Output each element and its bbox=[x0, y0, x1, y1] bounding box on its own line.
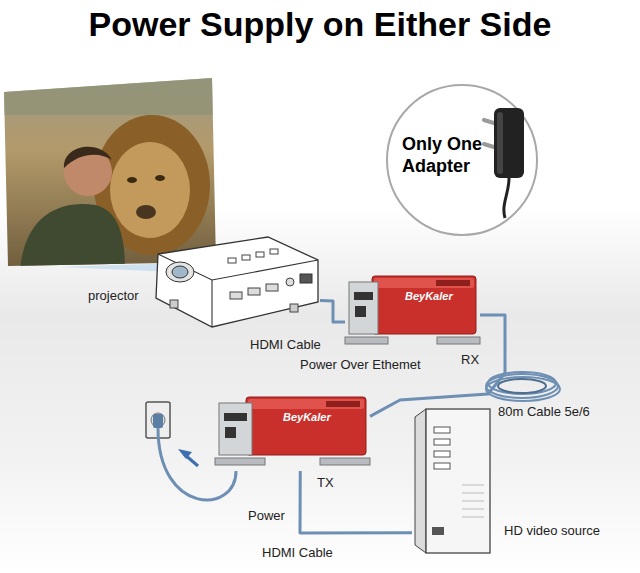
cable-line bbox=[300, 471, 412, 533]
node-label: RX bbox=[461, 352, 479, 368]
video-source-art bbox=[434, 451, 450, 457]
tx-unit-art bbox=[248, 399, 364, 409]
projector-art bbox=[170, 300, 178, 308]
video-source-art bbox=[462, 485, 484, 486]
projector-art bbox=[290, 304, 298, 312]
adapter-callout-art bbox=[497, 112, 503, 174]
projector-art bbox=[158, 254, 318, 280]
video-source-art bbox=[462, 517, 484, 518]
brand-text: BeyKaler bbox=[405, 290, 453, 303]
rx-unit-art bbox=[372, 276, 476, 334]
tx-unit-art bbox=[326, 401, 360, 407]
projected-photo bbox=[0, 70, 220, 270]
cable-line bbox=[320, 301, 345, 322]
projector-art bbox=[228, 258, 236, 263]
cable-label: HDMI Cable bbox=[262, 545, 333, 561]
tx-unit-art bbox=[219, 403, 252, 455]
tx-unit-art bbox=[224, 413, 247, 421]
projector-art bbox=[211, 280, 212, 327]
cable-connector bbox=[320, 301, 345, 322]
projector-art bbox=[156, 237, 318, 327]
node-label: projector bbox=[88, 288, 139, 304]
adapter-callout-art bbox=[504, 178, 509, 218]
cable-connector bbox=[300, 471, 412, 533]
rx-unit-art bbox=[345, 337, 388, 344]
port-note: Power Over Ethemet bbox=[300, 357, 421, 373]
video-source-art bbox=[462, 501, 484, 502]
direction-arrow bbox=[178, 449, 192, 459]
video-source-art bbox=[462, 493, 484, 494]
projected-photo bbox=[64, 147, 112, 168]
projected-photo bbox=[0, 70, 220, 270]
rx-unit-art bbox=[349, 282, 378, 334]
adapter-callout-art bbox=[494, 108, 524, 178]
cable-label: HDMI Cable bbox=[250, 337, 321, 353]
projector-art bbox=[300, 274, 312, 283]
wall-outlet bbox=[151, 413, 165, 427]
video-source-art bbox=[434, 439, 450, 445]
projector-art bbox=[242, 255, 250, 260]
projector: projector bbox=[150, 232, 320, 330]
rx-unit-art bbox=[437, 337, 480, 344]
projector-art bbox=[230, 292, 242, 299]
projector-art bbox=[286, 278, 294, 286]
rx-unit-art bbox=[436, 280, 470, 286]
node-label: Only One Adapter bbox=[402, 134, 496, 177]
tx-unit: TX bbox=[215, 393, 370, 471]
video-source-art bbox=[412, 405, 494, 557]
node-label: HD video source bbox=[504, 523, 600, 539]
video-source-art bbox=[426, 409, 490, 553]
video-source-art bbox=[434, 427, 450, 433]
video-source-art bbox=[462, 509, 484, 510]
tx-unit-art bbox=[246, 397, 366, 455]
direction-arrow bbox=[178, 449, 198, 466]
brand-text: BeyKaler bbox=[283, 411, 331, 424]
projector-art bbox=[256, 252, 264, 257]
projected-photo bbox=[127, 177, 137, 183]
video-source-art bbox=[432, 527, 444, 535]
tx-unit-art bbox=[215, 458, 265, 465]
wall-outlet bbox=[153, 414, 163, 428]
projector-art bbox=[270, 249, 278, 254]
node-label: TX bbox=[317, 475, 334, 491]
projected-photo bbox=[155, 175, 165, 181]
video-source: HD video source bbox=[412, 405, 494, 557]
cable-coil bbox=[486, 372, 560, 401]
adapter-callout-art bbox=[387, 85, 537, 235]
tx-unit-art bbox=[225, 427, 236, 438]
projector-art bbox=[266, 284, 278, 291]
projector-art bbox=[166, 262, 194, 282]
projected-photo bbox=[0, 70, 220, 115]
video-source-art bbox=[415, 409, 426, 553]
projected-photo bbox=[136, 205, 156, 219]
rx-unit: RX bbox=[345, 272, 480, 350]
rx-unit-art bbox=[345, 272, 480, 350]
projected-photo bbox=[110, 142, 190, 238]
projector-art bbox=[248, 288, 260, 295]
adapter-callout: Only One Adapter bbox=[384, 82, 540, 238]
video-source-art bbox=[434, 463, 450, 469]
projected-photo bbox=[20, 204, 125, 270]
cable-note: Power bbox=[248, 508, 285, 524]
rx-unit-art bbox=[355, 306, 366, 317]
tx-unit-art bbox=[320, 458, 370, 465]
cable-label: 80m Cable 5e/6 bbox=[498, 404, 590, 420]
rx-unit-art bbox=[374, 278, 474, 288]
cable-coil bbox=[498, 379, 546, 393]
diagram-title: Power Supply on Either Side bbox=[0, 4, 640, 45]
projector-art bbox=[172, 266, 188, 278]
projector-art bbox=[150, 232, 320, 330]
tx-unit-art bbox=[215, 393, 370, 471]
rx-unit-art bbox=[354, 292, 373, 300]
